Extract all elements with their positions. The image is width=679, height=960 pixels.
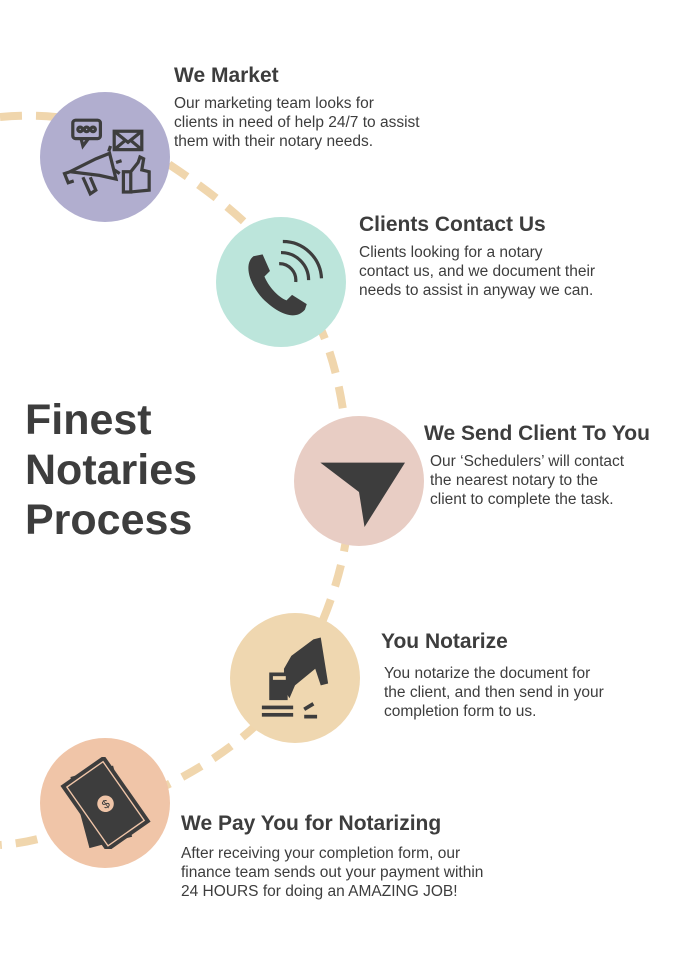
step-we-pay-you: We Pay You for Notarizing After receivin… (181, 812, 483, 901)
notarize-circle (230, 613, 360, 743)
step-heading: Clients Contact Us (359, 213, 546, 236)
step-description: After receiving your completion form, ou… (181, 845, 484, 900)
phone-icon (248, 239, 324, 316)
step-you-notarize: You Notarize You notarize the document f… (381, 630, 604, 721)
step-heading: You Notarize (381, 630, 508, 653)
contact-circle (216, 217, 346, 347)
market-circle (40, 92, 170, 222)
title-line: Notaries (25, 446, 198, 494)
pay-circle: $ (40, 738, 170, 868)
step-heading: We Pay You for Notarizing (181, 812, 442, 835)
title-line: Finest (25, 396, 152, 444)
step-heading: We Market (174, 64, 279, 87)
stamp-icon (261, 637, 329, 719)
step-heading: We Send Client To You (424, 422, 650, 445)
page-title: Finest Notaries Process (25, 395, 197, 545)
megaphone-icon (62, 118, 151, 197)
send-circle (294, 416, 424, 546)
step-clients-contact-us: Clients Contact Us Clients looking for a… (359, 213, 595, 300)
title-line: Process (25, 496, 193, 544)
send-icon (320, 462, 405, 527)
money-icon: $ (60, 757, 151, 849)
step-we-send-client: We Send Client To You Our ‘Schedulers’ w… (424, 422, 650, 509)
